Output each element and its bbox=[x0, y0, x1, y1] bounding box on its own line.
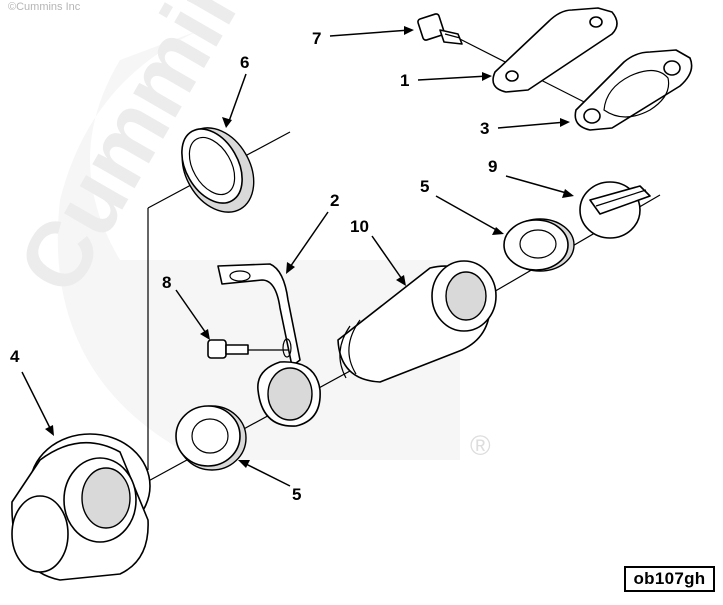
copyright-text: ©Cummins Inc bbox=[8, 1, 81, 13]
callout-10: 10 bbox=[350, 217, 369, 236]
callout-8: 8 bbox=[162, 273, 171, 292]
housing-part-4 bbox=[11, 433, 151, 581]
reference-code-box: ob107gh bbox=[624, 566, 715, 592]
callout-5-upper: 5 bbox=[420, 177, 429, 196]
capscrew-part-7 bbox=[417, 13, 463, 45]
callout-3: 3 bbox=[480, 119, 489, 138]
callout-leaders bbox=[21, 26, 574, 487]
cover-plate-part-1 bbox=[492, 7, 618, 93]
washer-part-5-lower bbox=[175, 405, 247, 471]
callout-4: 4 bbox=[10, 347, 20, 366]
capscrew-part-8 bbox=[207, 339, 249, 359]
callout-9: 9 bbox=[488, 157, 497, 176]
callout-2: 2 bbox=[330, 191, 339, 210]
plug-part-9 bbox=[579, 181, 651, 239]
seal-ring-part-6 bbox=[181, 127, 255, 213]
bracket-part-2 bbox=[217, 263, 321, 427]
callout-5-lower: 5 bbox=[292, 485, 301, 504]
callout-1: 1 bbox=[400, 71, 409, 90]
reference-code: ob107gh bbox=[633, 569, 706, 588]
tube-part-10 bbox=[337, 260, 497, 383]
washer-part-5-upper bbox=[503, 218, 575, 272]
registered-mark: ® bbox=[470, 430, 491, 461]
callout-labels: 7 1 3 6 9 5 2 10 8 4 5 bbox=[10, 29, 497, 504]
callout-7: 7 bbox=[312, 29, 321, 48]
gasket-part-3 bbox=[574, 49, 693, 131]
callout-6: 6 bbox=[240, 53, 249, 72]
